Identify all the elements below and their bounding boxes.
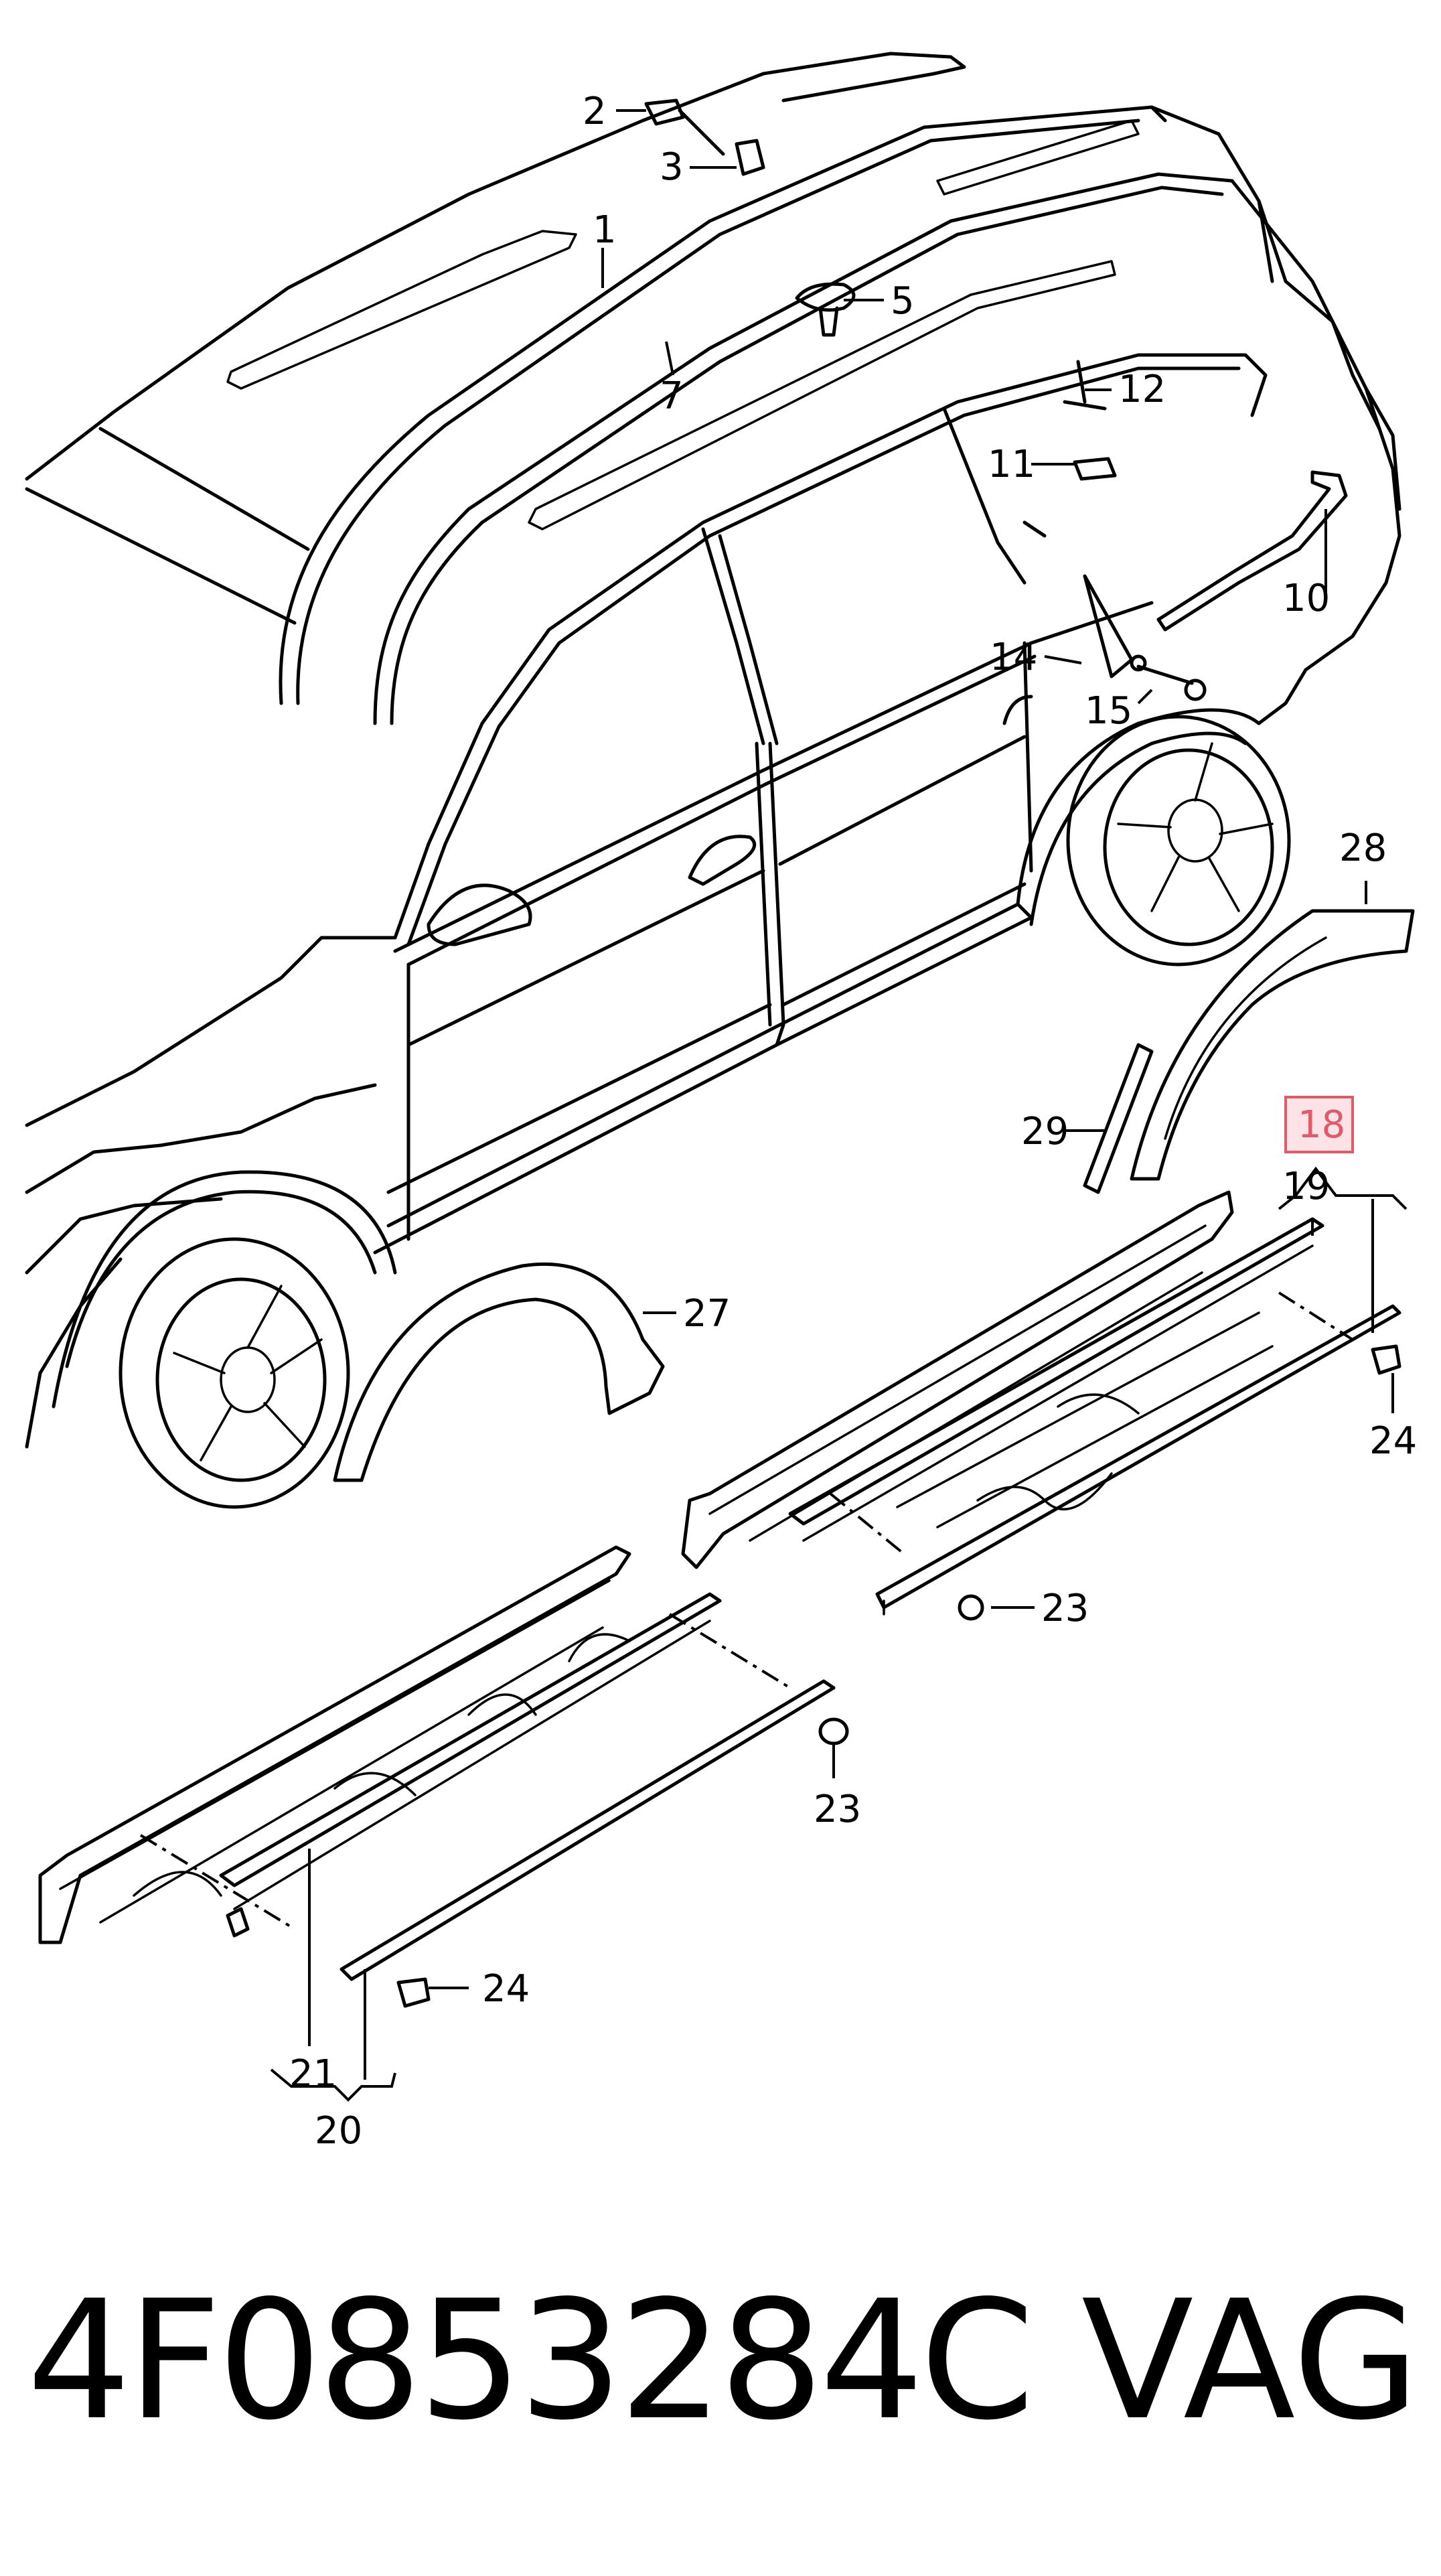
callout-21: 21 <box>289 2052 337 2096</box>
callout-3: 3 <box>660 145 684 189</box>
callout-1: 1 <box>593 208 617 252</box>
callout-27: 27 <box>683 1292 731 1336</box>
footer: 4F0853284C VAG <box>27 2274 1420 2448</box>
callout-11: 11 <box>988 443 1035 486</box>
callout-19: 19 <box>1282 1165 1330 1208</box>
callout-29: 29 <box>1021 1110 1069 1153</box>
callout-10: 10 <box>1282 577 1330 620</box>
part-number: 4F0853284C <box>27 2265 1035 2456</box>
callout-23-right: 23 <box>1041 1587 1089 1630</box>
sill-panel-left <box>38 1545 849 2008</box>
vehicle-outline <box>25 52 1401 1509</box>
roof-hardware <box>644 98 1207 701</box>
callout-23-left: 23 <box>814 1788 861 1831</box>
callout-2: 2 <box>583 90 607 133</box>
wheel-arch-trims <box>333 909 1415 1482</box>
callout-18: 18 <box>1298 1103 1345 1147</box>
leader-lines <box>270 109 1408 2102</box>
callout-20: 20 <box>315 2109 362 2153</box>
callout-24-right: 24 <box>1369 1419 1417 1463</box>
callout-24-left: 24 <box>482 1967 530 2011</box>
callout-5: 5 <box>891 279 915 323</box>
callout-7: 7 <box>660 374 684 418</box>
callout-18-highlight <box>1284 1096 1354 1153</box>
callout-labels: 1 2 3 5 7 10 11 12 14 15 18 19 20 21 23 … <box>289 90 1417 2153</box>
callout-15: 15 <box>1085 689 1132 733</box>
callout-28: 28 <box>1339 827 1387 870</box>
callout-14: 14 <box>990 636 1037 679</box>
brand-name: VAG <box>1081 2265 1420 2456</box>
sill-panel-right <box>681 1190 1401 1621</box>
callout-12: 12 <box>1118 368 1166 411</box>
